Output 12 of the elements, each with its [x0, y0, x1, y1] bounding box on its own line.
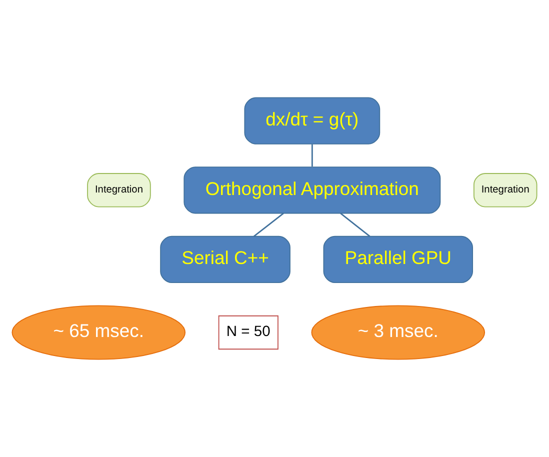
connector — [311, 144, 313, 167]
node-box: Orthogonal Approximation — [184, 166, 441, 214]
node-box: Integration — [473, 173, 538, 208]
node-box: Serial C++ — [160, 236, 290, 284]
connector — [340, 212, 370, 237]
node-ellipse: ~ 3 msec. — [311, 305, 486, 360]
node-ellipse: ~ 65 msec. — [12, 305, 186, 360]
node-box: dx/dτ = g(τ) — [244, 97, 380, 144]
node-box: Integration — [87, 173, 151, 208]
node-box: N = 50 — [218, 315, 278, 350]
node-box: Parallel GPU — [323, 236, 474, 284]
connector — [254, 212, 284, 237]
